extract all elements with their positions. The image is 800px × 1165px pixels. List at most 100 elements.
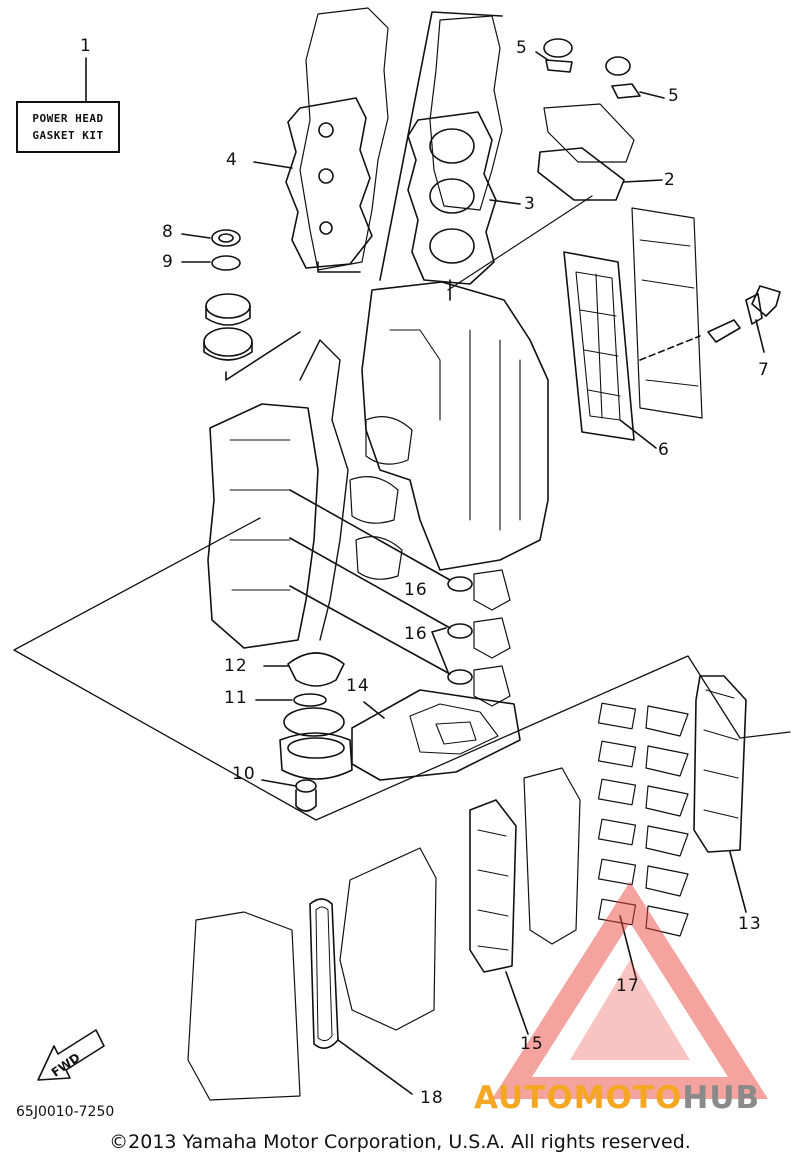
callout-6: 6 xyxy=(658,440,670,460)
bracket-4 xyxy=(317,261,361,273)
gasket-16c xyxy=(447,669,473,685)
gasket-grid xyxy=(575,271,621,421)
reed-petal xyxy=(645,825,689,857)
gasket-16a xyxy=(447,576,473,592)
copyright-notice: ©2013 Yamaha Motor Corporation, U.S.A. A… xyxy=(109,1131,691,1153)
seal-8-inner xyxy=(218,233,234,243)
crankshaft xyxy=(299,339,349,641)
leader-18 xyxy=(337,1039,413,1095)
callout-2: 2 xyxy=(664,170,676,190)
thermostat-cover xyxy=(751,285,781,317)
bearing-mid xyxy=(203,327,253,357)
callout-8: 8 xyxy=(162,222,174,242)
leader-3 xyxy=(489,199,521,205)
gasket-hole xyxy=(318,168,334,184)
callout-5b: 5 xyxy=(668,86,680,106)
bracket-block xyxy=(447,195,593,291)
watermark-part1: AUTOMOTO xyxy=(474,1080,683,1116)
bore-3 xyxy=(429,228,475,264)
frame-line-2 xyxy=(739,731,791,739)
power-head-gasket-kit-label: POWER HEAD GASKET KIT xyxy=(16,101,120,153)
oring-11 xyxy=(293,693,327,707)
callout-1: 1 xyxy=(80,36,92,56)
watermark-part2: HUB xyxy=(682,1080,761,1116)
callout-18: 18 xyxy=(420,1088,444,1108)
base-gasket xyxy=(351,689,521,781)
callout-17: 17 xyxy=(616,976,640,996)
exhaust-cover xyxy=(631,207,703,419)
intake-gasket-15 xyxy=(469,799,517,973)
watermark-text: AUTOMOTOHUB xyxy=(474,1080,760,1116)
reed-petal xyxy=(645,865,689,897)
exhaust-cover-detail xyxy=(639,239,699,387)
block-ribs xyxy=(389,329,521,531)
leader-2 xyxy=(623,179,663,183)
reed-petal xyxy=(645,785,689,817)
callout-15: 15 xyxy=(520,1034,544,1054)
fwd-arrow-icon xyxy=(37,1029,105,1081)
reed-petal xyxy=(645,705,689,737)
bore-1 xyxy=(429,128,475,164)
exhaust-manifold-gasket xyxy=(563,251,635,441)
bearing-top-side xyxy=(205,305,251,326)
seal-18 xyxy=(309,898,339,1049)
thermostat-gasket xyxy=(745,293,763,325)
block-pistons xyxy=(349,416,413,580)
bore-2 xyxy=(429,178,475,214)
cover-16c xyxy=(473,665,511,707)
leader-6 xyxy=(619,419,657,449)
head-gasket-back xyxy=(429,15,503,211)
leader-16b xyxy=(289,537,451,629)
callout-11: 11 xyxy=(224,688,248,708)
reed-petal xyxy=(645,905,689,937)
leader-16a xyxy=(289,489,451,581)
callout-4: 4 xyxy=(226,150,238,170)
kit-label-line2: GASKET KIT xyxy=(32,129,104,142)
leader-13 xyxy=(729,851,747,913)
gasket-5a xyxy=(545,59,573,73)
bearing-lower xyxy=(283,707,345,737)
callout-7: 7 xyxy=(758,360,770,380)
callout-12: 12 xyxy=(224,656,248,676)
gasket-5b xyxy=(611,83,641,99)
bypass-cover xyxy=(543,103,635,163)
kit-label-line1: POWER HEAD xyxy=(32,112,104,125)
seal-8 xyxy=(211,229,241,247)
leader-10 xyxy=(261,779,297,787)
leader-16c xyxy=(289,585,451,675)
callout-9: 9 xyxy=(162,252,174,272)
watermark-logo-icon xyxy=(491,881,769,1099)
carburetor-assembly xyxy=(339,847,437,1031)
intake-gasket-15-grid xyxy=(477,829,509,951)
bearing-top xyxy=(205,293,251,319)
gasket-16b xyxy=(447,623,473,639)
leader-14 xyxy=(363,701,385,719)
cylinder-head-gasket xyxy=(407,111,497,285)
housing-lower xyxy=(279,732,353,780)
cover-16a xyxy=(473,569,511,611)
intake-gasket-13-grid xyxy=(703,689,739,819)
callout-10: 10 xyxy=(232,764,256,784)
head-cover-outline xyxy=(299,7,389,271)
callout-3: 3 xyxy=(524,194,536,214)
cover-16b xyxy=(473,617,511,659)
crankcase-ribs xyxy=(229,439,291,591)
seal-12 xyxy=(287,652,345,687)
bearing-mid-side xyxy=(203,341,253,361)
bearing-bracket xyxy=(225,331,301,381)
intake-manifold xyxy=(523,767,581,945)
reed-gasket xyxy=(597,858,637,886)
intake-gasket-13 xyxy=(693,675,747,853)
reed-gasket xyxy=(597,702,637,730)
leader-17 xyxy=(619,915,637,979)
cylinder-block xyxy=(361,281,549,571)
leader-4 xyxy=(253,161,293,169)
silencer-cover xyxy=(187,911,301,1101)
seal-18-inner xyxy=(315,906,333,1042)
cap-5b xyxy=(605,56,631,76)
thermostat xyxy=(707,319,741,343)
reed-gasket xyxy=(597,778,637,806)
cap-5a xyxy=(543,38,573,58)
callout-16b: 16 xyxy=(404,624,428,644)
kit-frame xyxy=(13,517,741,821)
